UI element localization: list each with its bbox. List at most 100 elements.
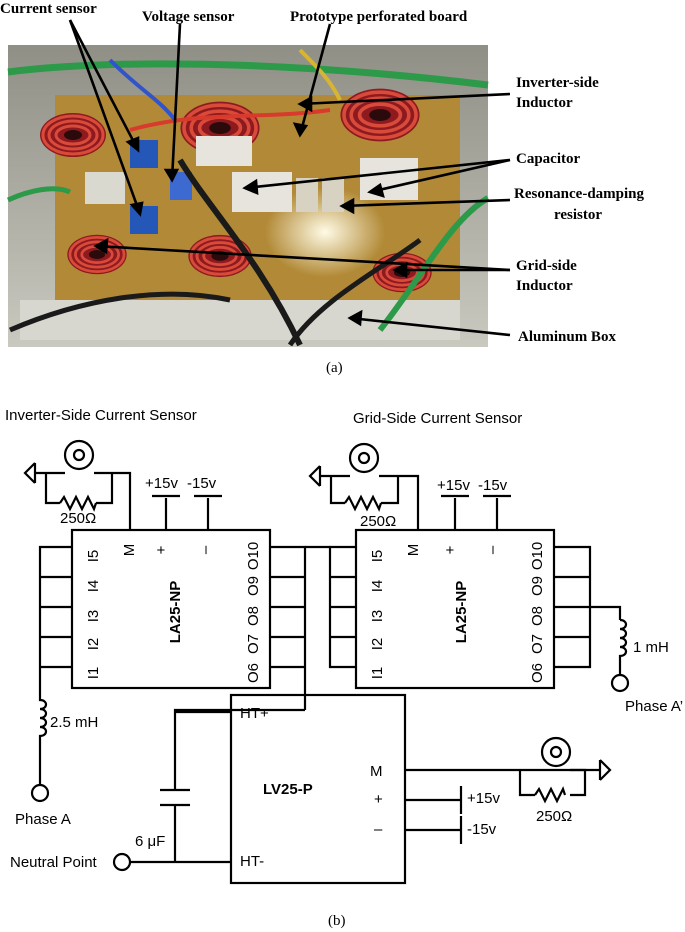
label-current-sensor: Current sensor: [0, 1, 97, 17]
pin-jumpers-right: [270, 545, 307, 710]
pin-label: I1: [85, 667, 102, 680]
capacitor-block: [196, 136, 252, 166]
resistor-250-icon: [344, 494, 383, 512]
pin-label: O6: [245, 663, 262, 683]
bnc-connector-icon: [348, 442, 380, 474]
ground-icon: [308, 465, 350, 487]
pin-jumpers-right-module-left: [328, 545, 356, 669]
resistor-value-lv: 250Ω: [536, 808, 572, 825]
pin-label: –: [197, 545, 214, 554]
label-damping-resistor-line2: resistor: [554, 207, 602, 223]
inductor-1mh-icon: [618, 618, 628, 675]
caption-a: (a): [326, 360, 343, 376]
label-grid-inductor-line1: Grid-side: [516, 258, 577, 274]
wire-blue: [108, 58, 177, 122]
inductor-value-right: 1 mH: [633, 639, 669, 656]
wire-green: [6, 186, 72, 203]
label-neutral-point: Neutral Point: [10, 854, 98, 871]
title-inverter-sensor: Inverter-Side Current Sensor: [5, 407, 197, 424]
ground-icon: [23, 462, 65, 484]
capacitor-block: [232, 172, 292, 212]
resistor-value-right: 250Ω: [360, 513, 396, 530]
shunt-wiring-right: [329, 474, 420, 530]
lv25-label: LV25-P: [263, 781, 313, 798]
pin-label: I5: [85, 550, 102, 563]
supply-plus-label-left: +15v: [145, 475, 178, 492]
lv-pin-plus: +: [374, 791, 383, 808]
terminal-neutral-icon: [112, 852, 132, 872]
pin-label: O6: [529, 663, 546, 683]
pin-label: O9: [529, 576, 546, 596]
terminal-phase-a-icon: [30, 783, 50, 803]
supply-minus-left: [194, 494, 222, 530]
pin-label: O7: [245, 634, 262, 654]
lv-supply-plus: [405, 786, 463, 814]
annotation-arrows: [68, 19, 511, 337]
pin-label: +: [153, 545, 170, 554]
lv-pin-ht-minus: HT-: [240, 853, 264, 870]
pin-label: M: [405, 544, 422, 557]
bnc-connector-inner: [357, 451, 371, 465]
pin-label: I2: [369, 638, 386, 651]
wire-yellow: [298, 48, 342, 101]
pin-label: I4: [369, 580, 386, 593]
wire-green: [377, 195, 490, 332]
label-phase-a-prime: Phase A’: [625, 698, 683, 715]
supply-minus-label-left: -15v: [187, 475, 217, 492]
bnc-connector-inner: [549, 745, 563, 759]
pin-label: O10: [529, 542, 546, 570]
photo-panel: Current sensor Voltage sensor Prototype …: [0, 1, 645, 376]
pin-jumpers-right-module-right: [554, 545, 622, 669]
label-damping-resistor-line1: Resonance-damping: [514, 186, 645, 202]
resistor-value-left: 250Ω: [60, 510, 96, 527]
la25-module-left: [70, 528, 272, 690]
bnc-connector-icon: [63, 439, 95, 471]
terminal-phase-a-prime-icon: [610, 673, 630, 693]
lv-supply-plus-label: +15v: [467, 790, 500, 807]
capacitor-value: 6 μF: [135, 833, 165, 850]
inductor-icon: [65, 233, 129, 276]
lv-pin-m: M: [370, 763, 383, 780]
la25-label-left: LA25-NP: [167, 581, 184, 644]
voltage-sensor-block: [170, 172, 192, 200]
la25-left-pins: I5 I4 I3 I2 I1 M + – O10 O9 O8 O7 O6 LA2…: [85, 542, 262, 683]
pin-label: O8: [529, 606, 546, 626]
lv-supply-minus: [405, 816, 463, 844]
shunt-wiring-left: [44, 471, 132, 530]
light-glare: [265, 187, 385, 277]
title-grid-sensor: Grid-Side Current Sensor: [353, 410, 522, 427]
inductor-2-5mh-icon: [38, 688, 48, 785]
label-inverter-inductor-line2: Inductor: [516, 95, 573, 111]
supply-plus-left: [152, 494, 180, 530]
lv-pin-minus: –: [374, 821, 383, 838]
resistor-250-icon: [534, 786, 567, 804]
la25-label-right: LA25-NP: [453, 581, 470, 644]
pin-label: –: [484, 545, 501, 554]
pin-label: I5: [369, 550, 386, 563]
bnc-connector-inner: [72, 448, 86, 462]
label-inverter-inductor-line1: Inverter-side: [516, 75, 599, 91]
pin-label: O10: [245, 542, 262, 570]
supply-minus-label-right: -15v: [478, 477, 508, 494]
pin-label: O8: [245, 606, 262, 626]
pin-label: +: [442, 545, 459, 554]
current-sensor-block: [130, 206, 158, 234]
label-voltage-sensor: Voltage sensor: [142, 9, 235, 25]
pin-label: I4: [85, 580, 102, 593]
pin-label: I3: [85, 610, 102, 623]
resistor-block: [296, 178, 318, 212]
wire-black: [177, 158, 303, 347]
wire-capacitor-node: [173, 708, 305, 864]
la25-right-pins: I5 I4 I3 I2 I1 M + – O10 O9 O8 O7 O6 LA2…: [369, 542, 546, 683]
connector-block: [85, 172, 125, 204]
label-aluminum-box: Aluminum Box: [518, 329, 616, 345]
ground-icon: [570, 759, 612, 781]
capacitor-6uf-icon: [160, 788, 190, 807]
inductor-icon: [340, 89, 419, 142]
pin-label: I3: [369, 610, 386, 623]
wire-black: [9, 291, 231, 333]
pin-label: M: [121, 544, 138, 557]
label-phase-a: Phase A: [15, 811, 71, 828]
pin-jumpers-left: [38, 545, 72, 688]
wire-green: [7, 60, 489, 89]
